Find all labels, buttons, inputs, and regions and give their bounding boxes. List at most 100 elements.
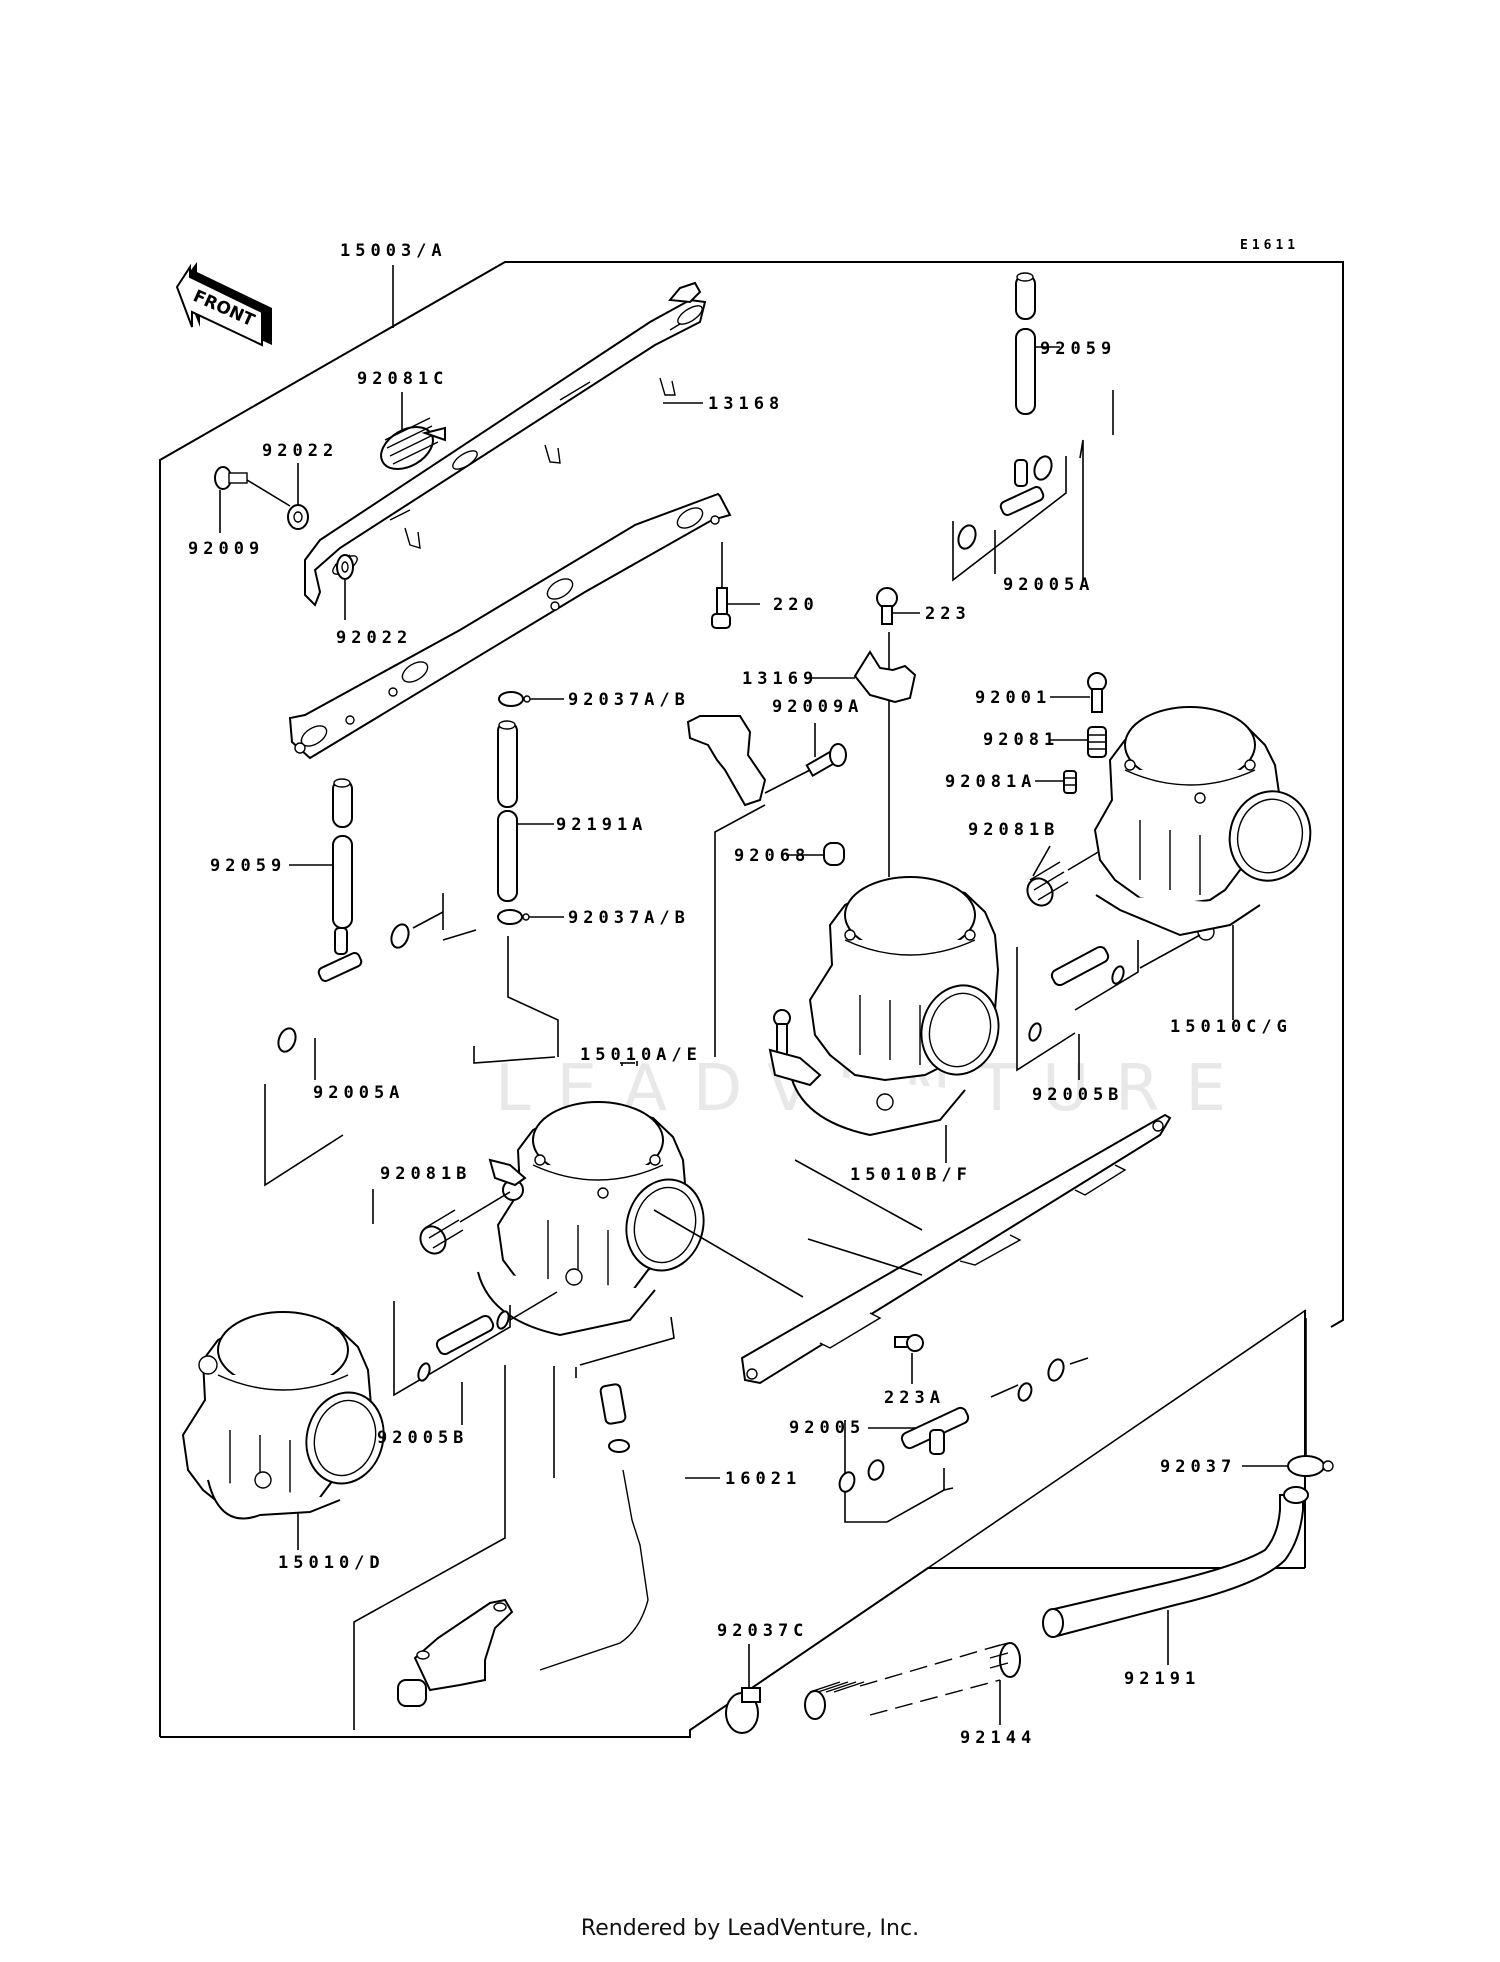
part-label-15010d[interactable]: 15010/D (278, 1553, 385, 1573)
front-arrow-icon: FRONT (175, 262, 272, 347)
screw-223 (876, 587, 898, 625)
screw-92009 (214, 466, 248, 490)
leader-92005-link (1069, 1357, 1089, 1365)
part-label-92005b-right[interactable]: 92005B (1032, 1085, 1123, 1105)
part-label-220[interactable]: 220 (773, 595, 819, 615)
part-label-92001[interactable]: 92001 (975, 688, 1051, 708)
group-92005a-left (264, 1084, 344, 1187)
o-ring-92005a-left-1 (390, 923, 410, 949)
o-ring-92005b-right-2 (1111, 965, 1125, 985)
hose-92059-right (1015, 272, 1036, 415)
part-label-92005a-left[interactable]: 92005A (313, 1083, 404, 1103)
leader-bar-box (807, 1238, 923, 1276)
part-label-13168[interactable]: 13168 (708, 394, 784, 414)
part-label-92037c[interactable]: 92037C (717, 1621, 808, 1641)
part-label-92037ab-bottom[interactable]: 92037A/B (568, 908, 690, 928)
screw-220 (711, 587, 731, 629)
part-label-92068[interactable]: 92068 (734, 846, 810, 866)
spring-92144 (804, 1642, 1021, 1720)
part-label-92081a[interactable]: 92081A (945, 772, 1036, 792)
part-label-92081b-right[interactable]: 92081B (968, 820, 1059, 840)
leader-92037-diag (927, 1309, 1307, 1569)
carburetor-15010cg (1093, 706, 1312, 941)
spring-92081b-left (419, 1209, 464, 1255)
group-92005b-right (1016, 947, 1076, 1072)
part-label-16021[interactable]: 16021 (725, 1469, 801, 1489)
part-label-92022-top[interactable]: 92022 (262, 441, 338, 461)
part-label-15003-a[interactable]: 15003/A (340, 241, 447, 261)
leader-bracket-to-carb (714, 804, 766, 1057)
screw-92001 (1087, 672, 1107, 713)
diagram-code: E1611 (1240, 238, 1299, 253)
part-label-92191[interactable]: 92191 (1124, 1669, 1200, 1689)
o-ring-92005-1 (1047, 1358, 1065, 1382)
clamp-92037 (1287, 1455, 1334, 1477)
leader-carb-ae-link (653, 1209, 804, 1298)
o-ring-92005b-left-1 (417, 1362, 431, 1382)
part-label-92005a-right[interactable]: 92005A (1003, 575, 1094, 595)
o-ring-92005-2 (1017, 1382, 1033, 1402)
part-label-92191a[interactable]: 92191A (556, 815, 647, 835)
part-label-223[interactable]: 223 (925, 604, 971, 624)
part-label-92037ab-top[interactable]: 92037A/B (568, 690, 690, 710)
clamp-92037c (725, 1687, 761, 1734)
group-92005-stub (943, 1468, 954, 1491)
spring-92081b-right (1026, 861, 1069, 907)
tee-fitting-92005a-left (317, 927, 363, 982)
part-label-92009a[interactable]: 92009A (772, 697, 863, 717)
part-label-92005[interactable]: 92005 (789, 1418, 865, 1438)
leader-92005-link-2 (990, 1384, 1019, 1398)
part-label-92081c[interactable]: 92081C (357, 369, 448, 389)
o-ring-92005a-right-2 (957, 524, 977, 550)
part-label-223a[interactable]: 223A (884, 1388, 945, 1408)
pipe-92005b-right (1050, 945, 1110, 987)
throttle-cable-16021 (397, 1383, 649, 1707)
group-92005a-left-box (442, 929, 477, 941)
part-label-92144[interactable]: 92144 (960, 1728, 1036, 1748)
hose-92059-left (332, 778, 353, 929)
washer-92022-bottom (336, 554, 354, 580)
part-label-92081[interactable]: 92081 (983, 730, 1059, 750)
clip-13169 (853, 650, 917, 704)
part-label-92059-right[interactable]: 92059 (1040, 339, 1116, 359)
part-label-13169[interactable]: 13169 (742, 669, 818, 689)
carburetor-15010bf (768, 876, 1000, 1137)
leader-left-to-carb (473, 1046, 556, 1064)
group-16021-box (353, 1365, 506, 1730)
pipe-92005b-left (435, 1314, 495, 1356)
o-ring-92005a-right-1 (1033, 455, 1053, 481)
part-label-92081b-left[interactable]: 92081B (380, 1164, 471, 1184)
spring-92081a (1063, 770, 1077, 794)
hose-92191 (1042, 1486, 1309, 1638)
washer-92022-top (287, 504, 309, 530)
part-label-92059-left[interactable]: 92059 (210, 856, 286, 876)
group-92005b-left (393, 1301, 511, 1397)
screw-92009a (805, 743, 847, 778)
footer-credit: Rendered by LeadVenture, Inc. (580, 1916, 920, 1941)
tee-fitting-92005 (900, 1406, 970, 1455)
spring-92081 (1087, 726, 1107, 758)
carburetor-15010d (181, 1311, 385, 1520)
group-92005b-right-edge (1074, 940, 1139, 1011)
lower-bracket (288, 492, 732, 760)
leader-92005b-right-link (1139, 934, 1201, 969)
part-label-15010ae[interactable]: 15010A/E (580, 1045, 702, 1065)
part-label-92005b-left[interactable]: 92005B (377, 1428, 468, 1448)
screw-223a (894, 1334, 924, 1352)
leader-carb-to-16021 (579, 1316, 675, 1366)
leader-92005b-left-link (509, 1291, 558, 1321)
leader-92037ab-to-carb (507, 936, 559, 1057)
leader-carb-bf-box (794, 1159, 923, 1231)
part-number-labels: 15003/A 92081C 13168 92022 92009 92022 220 9205… (188, 241, 1292, 1748)
o-ring-92005a-left-2 (277, 1027, 297, 1053)
leader-92081b-right (1032, 845, 1051, 877)
part-label-15010cg[interactable]: 15010C/G (1170, 1017, 1292, 1037)
part-label-92037[interactable]: 92037 (1160, 1457, 1236, 1477)
hose-92191a (497, 720, 518, 902)
part-label-15010bf[interactable]: 15010B/F (850, 1165, 972, 1185)
part-label-92022-bottom[interactable]: 92022 (336, 628, 412, 648)
link-rod-bar (740, 1113, 1172, 1385)
leader-92081b-left-link (459, 1191, 511, 1223)
part-label-92009[interactable]: 92009 (188, 539, 264, 559)
